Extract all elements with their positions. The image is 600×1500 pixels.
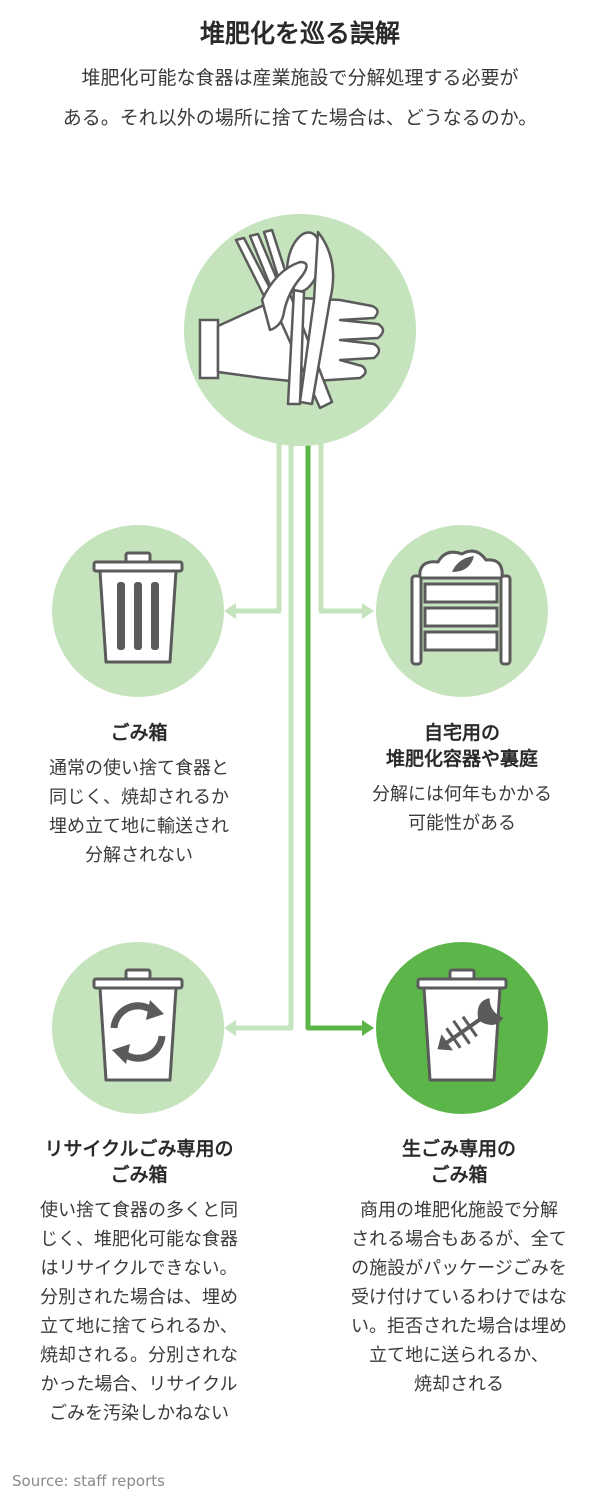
food-waste-label: 生ごみ専用の ごみ箱 商用の堆肥化施設で分解 される場合もあるが、全て の施設が…: [318, 1136, 600, 1399]
arrow-to-trash: [232, 440, 282, 614]
trash-can-icon: [52, 525, 224, 697]
food-waste-title: 生ごみ専用の ごみ箱: [401, 1138, 516, 1186]
arrowhead-recycling: [224, 1020, 236, 1036]
trash-label: ごみ箱 通常の使い捨て食器と 同じく、焼却されるか 埋め立て地に輸送され 分解さ…: [28, 720, 250, 870]
arrowhead-home-compost: [362, 603, 374, 619]
trash-description: 通常の使い捨て食器と 同じく、焼却されるか 埋め立て地に輸送され 分解されない: [49, 758, 229, 866]
subtitle: 堆肥化可能な食器は産業施設で分解処理する必要が ある。それ以外の場所に捨てた場合…: [20, 58, 580, 138]
arrow-to-recycling: [232, 440, 294, 1031]
food-waste-description: 商用の堆肥化施設で分解 される場合もあるが、全て の施設がパッケージごみを 受け…: [351, 1200, 567, 1395]
recycling-title: リサイクルごみ専用の ごみ箱: [44, 1138, 234, 1186]
arrowhead-food-waste: [362, 1020, 374, 1036]
home-compost-title: 自宅用の 堆肥化容器や裏庭: [385, 722, 538, 770]
arrow-to-home-compost: [318, 440, 366, 614]
home-compost-description: 分解には何年もかかる 可能性がある: [372, 784, 552, 834]
home-compost-label: 自宅用の 堆肥化容器や裏庭 分解には何年もかかる 可能性がある: [350, 720, 574, 838]
recycling-label: リサイクルごみ専用の ごみ箱 使い捨て食器の多くと同 じく、堆肥化可能な食器 は…: [8, 1136, 270, 1428]
recycle-bin-icon: [52, 942, 224, 1114]
subtitle-line-2: ある。それ以外の場所に捨てた場合は、どうなるのか。: [62, 107, 538, 129]
page-title: 堆肥化を巡る誤解: [199, 19, 400, 48]
arrow-to-food-waste: [305, 440, 366, 1031]
trash-title: ごみ箱: [110, 722, 168, 744]
subtitle-line-1: 堆肥化可能な食器は産業施設で分解処理する必要が: [81, 67, 519, 89]
arrow-heads: [224, 603, 374, 1036]
source-credit: Source: staff reports: [12, 1472, 165, 1490]
compost-bin-icon: [376, 525, 548, 697]
arrowhead-trash: [224, 603, 236, 619]
hand-with-cutlery-icon: [184, 214, 416, 446]
recycling-description: 使い捨て食器の多くと同 じく、堆肥化可能な食器 はリサイクルできない。 分別され…: [40, 1200, 238, 1424]
flow-arrows: [232, 440, 366, 1031]
food-waste-bin-icon: [376, 942, 548, 1114]
